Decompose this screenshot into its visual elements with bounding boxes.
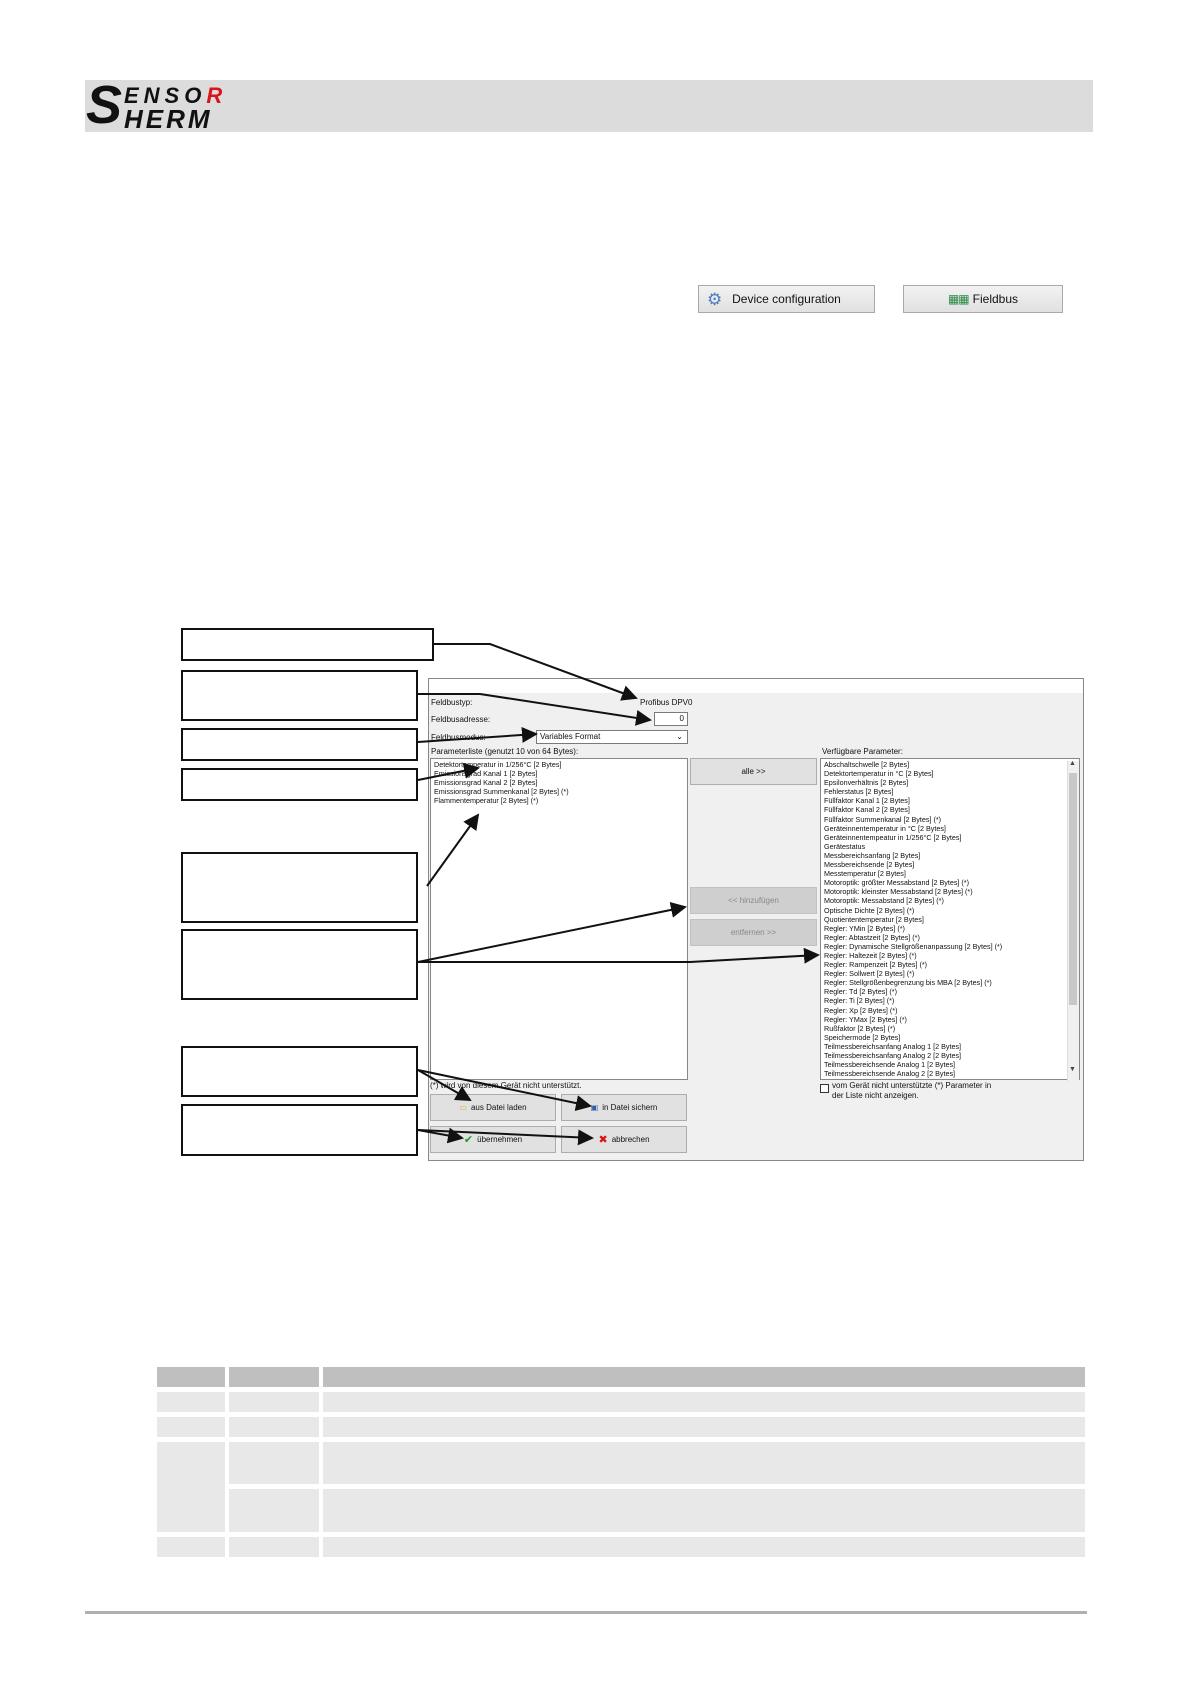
footer-rule xyxy=(85,1611,1087,1614)
scroll-down-icon[interactable]: ▼ xyxy=(1069,1066,1076,1073)
list-item[interactable]: Füllfaktor Kanal 2 [2 Bytes] xyxy=(824,805,910,815)
callout-box-1 xyxy=(181,628,434,661)
list-item[interactable]: Gerätestatus xyxy=(824,841,866,851)
list-item[interactable]: Regler: Stellgrößenbegrenzung bis MBA [2… xyxy=(824,978,992,988)
callout-box-4 xyxy=(181,768,418,801)
table-row-merged xyxy=(157,1442,1085,1532)
hinzufuegen-button[interactable]: << hinzufügen xyxy=(690,887,817,914)
list-item[interactable]: Regler: Abtastzeit [2 Bytes] (*) xyxy=(824,932,920,942)
list-item[interactable]: Motoroptik: Messabstand [2 Bytes] (*) xyxy=(824,896,944,906)
list-item[interactable]: Messbereichsanfang [2 Bytes] xyxy=(824,850,921,860)
hide-unsupported-checkbox[interactable] xyxy=(820,1084,829,1093)
list-item[interactable]: Emissionsgrad Kanal 2 [2 Bytes] xyxy=(434,778,538,788)
list-item[interactable]: Regler: YMin [2 Bytes] (*) xyxy=(824,923,905,933)
parameterliste-listbox[interactable]: Detektortemperatur in 1/256°C [2 Bytes]E… xyxy=(430,758,688,1080)
list-item[interactable]: Regler: Dynamische Stellgrößenanpassung … xyxy=(824,941,1003,951)
list-item[interactable]: Regler: Xp [2 Bytes] (*) xyxy=(824,1005,898,1015)
feldbustyp-label: Feldbustyp: xyxy=(431,698,473,707)
list-item[interactable]: Geräteinnentemperatur in °C [2 Bytes] xyxy=(824,823,946,833)
callout-box-7 xyxy=(181,1046,418,1097)
callout-box-8 xyxy=(181,1104,418,1156)
list-item[interactable]: Motoroptik: größter Messabstand [2 Bytes… xyxy=(824,878,970,888)
table-header-cell xyxy=(229,1367,319,1387)
table-row xyxy=(157,1417,1085,1437)
checkmark-icon: ✔ xyxy=(463,1134,474,1146)
list-item[interactable]: Abschaltschwelle [2 Bytes] xyxy=(824,760,910,769)
scrollbar-thumb[interactable] xyxy=(1069,773,1077,1005)
list-item[interactable]: Detektortemperatur in 1/256°C [2 Bytes] xyxy=(434,760,562,769)
list-item[interactable]: Regler: Sollwert [2 Bytes] (*) xyxy=(824,969,915,979)
header-band xyxy=(85,80,1093,132)
feldbusadresse-input[interactable]: 0 xyxy=(654,712,688,726)
list-item[interactable]: Regler: Rampenzeit [2 Bytes] (*) xyxy=(824,960,928,970)
list-item[interactable]: Regler: Td [2 Bytes] (*) xyxy=(824,987,897,997)
list-item[interactable]: Teilmessbereichsanfang Analog 2 [2 Bytes… xyxy=(824,1051,962,1060)
folder-icon: ▭ xyxy=(459,1103,467,1112)
table-row xyxy=(157,1537,1085,1557)
scroll-up-icon[interactable]: ▲ xyxy=(1069,760,1076,767)
logo-initial: S xyxy=(86,75,123,135)
abbrechen-button[interactable]: ✖ abbrechen xyxy=(561,1126,687,1153)
callout-box-2 xyxy=(181,670,418,721)
chevron-down-icon: ⌄ xyxy=(676,732,683,741)
feldbusadresse-label: Feldbusadresse: xyxy=(431,715,491,724)
fieldbus-button[interactable]: ▦▦ Fieldbus xyxy=(903,285,1063,313)
table-header-cell xyxy=(323,1367,1085,1387)
hide-unsupported-label: vom Gerät nicht unterstützte (*) Paramet… xyxy=(832,1081,992,1100)
table-header-cell xyxy=(157,1367,225,1387)
list-item[interactable]: Geräteinnentempeatur in 1/256°C [2 Bytes… xyxy=(824,832,962,842)
logo-text-top: ENSOR xyxy=(124,83,228,108)
logo-text-bottom: HERM xyxy=(124,104,213,134)
unsupported-hint: (*) wird von diesem Gerät nicht unterstü… xyxy=(430,1081,582,1090)
list-item[interactable]: Füllfaktor Kanal 1 [2 Bytes] xyxy=(824,796,910,806)
verfuegbare-label: Verfügbare Parameter: xyxy=(822,747,903,756)
device-configuration-label: Device configuration xyxy=(732,292,841,306)
feldbusmodus-value: Variables Format xyxy=(540,732,601,741)
save-icon: ▣ xyxy=(590,1103,599,1112)
list-item[interactable]: Flammentemperatur [2 Bytes] (*) xyxy=(434,796,539,806)
aus-datei-laden-button[interactable]: ▭ aus Datei laden xyxy=(430,1094,556,1121)
verfuegbare-items: Abschaltschwelle [2 Bytes]Detektortemper… xyxy=(821,760,1079,1078)
feldbustyp-value: Profibus DPV0 xyxy=(640,698,693,707)
list-item[interactable]: Regler: Haltezeit [2 Bytes] (*) xyxy=(824,950,917,960)
alle-button[interactable]: alle >> xyxy=(690,758,817,785)
list-item[interactable]: Regler: YMax [2 Bytes] (*) xyxy=(824,1014,907,1024)
list-item[interactable]: Fehlerstatus [2 Bytes] xyxy=(824,787,894,797)
list-item[interactable]: Teilmessbereichsende Analog 2 [2 Bytes] xyxy=(824,1069,956,1079)
list-item[interactable]: Teilmessbereichsanfang Analog 1 [2 Bytes… xyxy=(824,1041,962,1051)
fieldbus-icon: ▦▦ xyxy=(947,292,970,306)
list-item[interactable]: Optische Dichte [2 Bytes] (*) xyxy=(824,905,915,915)
list-item[interactable]: Füllfaktor Summenkanal [2 Bytes] (*) xyxy=(824,814,942,824)
list-item[interactable]: Epsilonverhältnis [2 Bytes] xyxy=(824,778,909,788)
feldbusmodus-label: Feldbusmodus: xyxy=(431,733,486,742)
list-item[interactable]: Regler: Ti [2 Bytes] (*) xyxy=(824,996,895,1006)
feldbusmodus-select[interactable]: Variables Format ⌄ xyxy=(536,730,688,744)
list-item[interactable]: Detektortemperatur in °C [2 Bytes] xyxy=(824,769,934,779)
list-item[interactable]: Messtemperatur [2 Bytes] xyxy=(824,869,906,879)
device-configuration-button[interactable]: ⚙ Device configuration xyxy=(698,285,875,313)
list-item[interactable]: Motoroptik: kleinster Messabstand [2 Byt… xyxy=(824,887,973,897)
callout-box-6 xyxy=(181,929,418,1000)
table-row xyxy=(157,1392,1085,1412)
parameterliste-items: Detektortemperatur in 1/256°C [2 Bytes]E… xyxy=(431,760,687,805)
list-item[interactable]: Teilmessbereichsende Analog 1 [2 Bytes] xyxy=(824,1060,956,1070)
cross-icon: ✖ xyxy=(598,1134,608,1146)
callout-box-3 xyxy=(181,728,418,761)
list-item[interactable]: Emissionsgrad Kanal 1 [2 Bytes] xyxy=(434,769,538,779)
table-header-row xyxy=(157,1367,1085,1387)
list-item[interactable]: Emissionsgrad Summenkanal [2 Bytes] (*) xyxy=(434,787,569,797)
verfuegbare-listbox[interactable]: Abschaltschwelle [2 Bytes]Detektortemper… xyxy=(820,758,1080,1080)
gear-icon: ⚙ xyxy=(707,290,723,309)
callout-box-5 xyxy=(181,852,418,923)
entfernen-button[interactable]: entfernen >> xyxy=(690,919,817,946)
parameterliste-label: Parameterliste (genutzt 10 von 64 Bytes)… xyxy=(431,747,579,756)
list-item[interactable]: Messbereichsende [2 Bytes] xyxy=(824,860,915,870)
list-item[interactable]: Speichermode [2 Bytes] xyxy=(824,1032,901,1042)
list-item[interactable]: Rußfaktor [2 Bytes] (*) xyxy=(824,1023,896,1033)
fieldbus-label: Fieldbus xyxy=(972,292,1019,306)
list-item[interactable]: Quotiententemperatur [2 Bytes] xyxy=(824,914,924,924)
